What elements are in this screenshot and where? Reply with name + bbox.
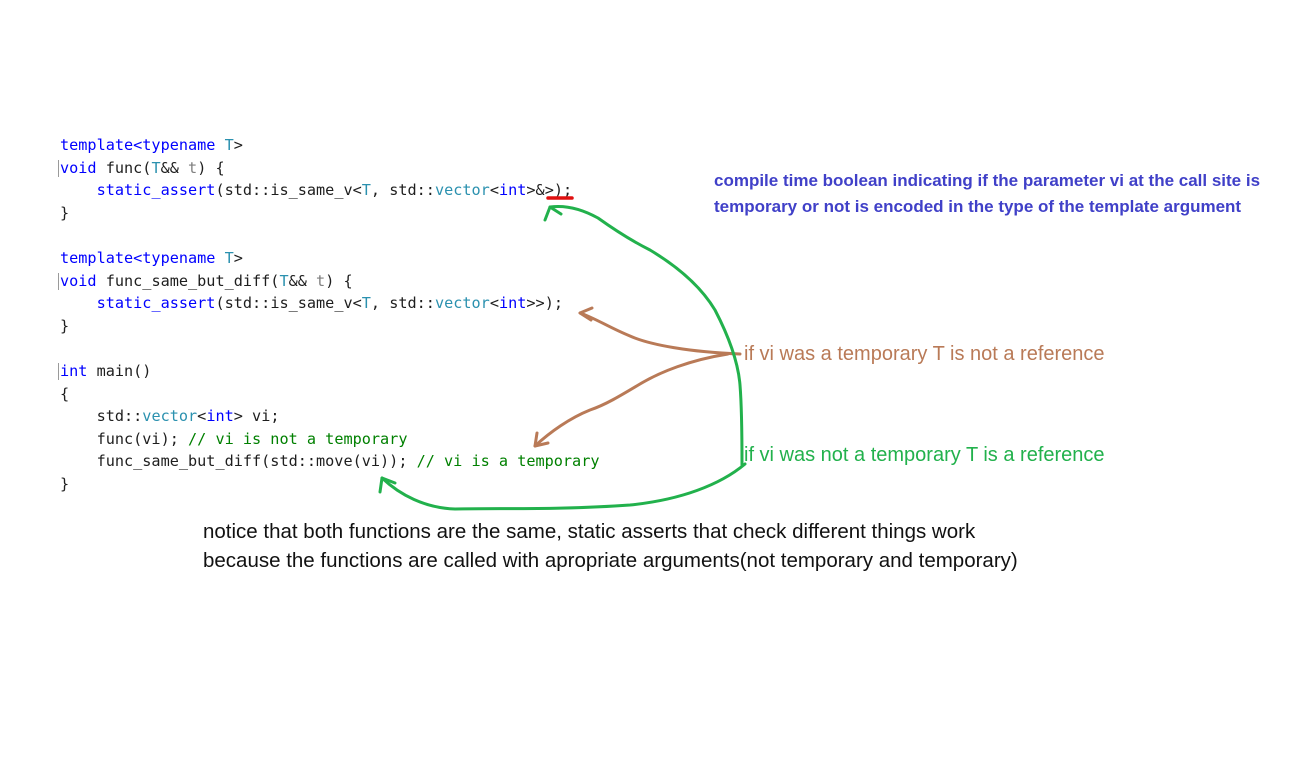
summary-note: notice that both functions are the same,… xyxy=(203,520,1018,572)
code-token: int xyxy=(60,361,88,380)
code-line: std::vector<int> vi; xyxy=(60,405,599,428)
code-token: func(vi); xyxy=(60,429,189,448)
code-token: T xyxy=(151,158,161,177)
code-token: > xyxy=(233,136,243,154)
code-token: > xyxy=(233,248,243,267)
code-token: func( xyxy=(96,158,152,177)
code-token: >&>); xyxy=(526,181,573,200)
code-token: T xyxy=(361,181,371,200)
code-line: static_assert(std::is_same_v<T, std::vec… xyxy=(60,179,599,202)
code-token: } xyxy=(60,316,70,335)
indent-guide xyxy=(58,159,59,177)
code-token: T xyxy=(224,136,234,154)
code-token: < xyxy=(489,181,499,200)
code-token: && xyxy=(288,271,317,290)
code-token: T xyxy=(224,248,234,267)
brown-arrow-to-assert-head xyxy=(578,306,594,322)
brown-arrow-to-comment-head xyxy=(533,431,550,448)
code-token: (std::is_same_v< xyxy=(215,294,362,313)
code-token: func_same_but_diff(std::move(vi)); xyxy=(60,452,417,471)
code-line: int main() xyxy=(58,360,599,383)
code-token: vector xyxy=(434,181,490,200)
green-arrow-to-reference-head xyxy=(543,205,563,222)
code-token: main() xyxy=(87,361,152,380)
code-token: t xyxy=(188,158,198,177)
code-token: int xyxy=(498,294,527,313)
code-token: // vi is a temporary xyxy=(416,452,600,471)
code-token: int xyxy=(498,181,527,200)
code-line: func_same_but_diff(std::move(vi)); // vi… xyxy=(60,450,600,473)
type-encoding-note: compile time boolean indicating if the p… xyxy=(714,171,1261,216)
code-line: func(vi); // vi is not a temporary xyxy=(60,428,599,451)
code-token: && xyxy=(160,158,189,177)
code-token: { xyxy=(60,384,70,403)
code-token: (std::is_same_v< xyxy=(215,181,362,200)
green-arrow-to-move-head xyxy=(378,476,397,494)
code-token: } xyxy=(60,203,70,222)
temporary-note: if vi was a temporary T is not a referen… xyxy=(744,343,1105,365)
code-token: func_same_but_diff( xyxy=(96,271,280,290)
green-arrow-to-move xyxy=(380,462,747,511)
code-token: T xyxy=(361,294,371,313)
code-token: ) { xyxy=(325,271,353,290)
code-block: template<typename T>void func(T&& t) { s… xyxy=(58,134,600,496)
code-line: static_assert(std::is_same_v<T, std::vec… xyxy=(60,292,599,315)
code-line: void func_same_but_diff(T&& t) { xyxy=(58,270,599,293)
code-line: } xyxy=(60,202,599,225)
indent-guide xyxy=(58,362,59,380)
code-token: vector xyxy=(434,294,490,313)
code-token: static_assert xyxy=(96,294,216,313)
code-token: } xyxy=(60,474,70,493)
code-token: t xyxy=(316,271,326,290)
code-token: void xyxy=(60,158,97,177)
code-line: } xyxy=(60,473,599,496)
code-token: void xyxy=(60,271,97,290)
code-line: { xyxy=(60,383,599,406)
code-token: // vi is not a temporary xyxy=(188,429,408,448)
code-token: template<typename xyxy=(60,248,225,267)
code-token: template<typename xyxy=(60,136,225,154)
code-token: < xyxy=(489,294,499,313)
code-token: >>); xyxy=(526,294,563,313)
code-token: ) { xyxy=(197,158,225,177)
brown-arrow-to-comment xyxy=(533,352,730,448)
code-token: > vi; xyxy=(233,407,280,426)
not-temporary-note: if vi was not a temporary T is a referen… xyxy=(744,444,1105,466)
code-token: < xyxy=(197,407,207,426)
code-token: static_assert xyxy=(96,181,216,200)
code-token: int xyxy=(206,407,234,426)
code-token: , std:: xyxy=(370,294,435,313)
green-arrow-to-reference xyxy=(548,204,744,467)
code-line: template<typename T> xyxy=(60,134,599,157)
code-line: } xyxy=(60,315,599,338)
code-token: T xyxy=(279,271,289,290)
code-line: void func(T&& t) { xyxy=(58,157,599,180)
brown-arrow-to-assert xyxy=(578,311,742,356)
code-token: , std:: xyxy=(370,181,435,200)
code-token: vector xyxy=(142,407,198,426)
code-line: template<typename T> xyxy=(60,247,599,270)
code-token: std:: xyxy=(60,407,143,426)
indent-guide xyxy=(58,272,59,290)
